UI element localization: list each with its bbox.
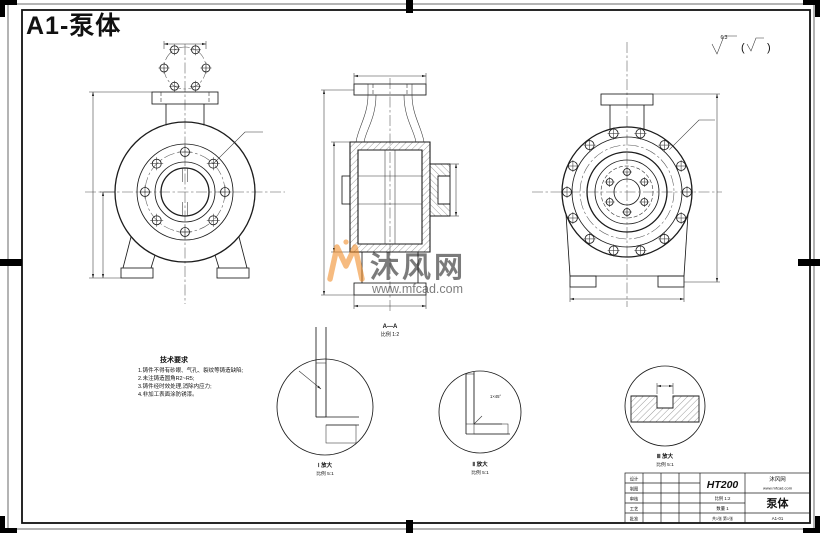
detail1-scale: 比例 5:1 <box>316 470 334 477</box>
suction-bore <box>160 167 210 217</box>
part-name: 泵体 <box>767 496 790 510</box>
tb-brand-url: www.mfcad.com <box>763 486 793 491</box>
detail-view-3: Ⅲ 放大 比例 5:1 <box>624 365 706 468</box>
roughness-symbol-other <box>746 37 764 52</box>
tb-brand: 沐风网 <box>769 475 786 483</box>
detail-circle-1 <box>276 358 374 456</box>
tb-row-label: 工艺 <box>630 507 639 512</box>
mfcad-logo-icon <box>327 244 365 282</box>
section-scale: 比例 1:2 <box>381 331 400 338</box>
tb-row-label: 设计 <box>630 476 639 483</box>
detail1-caption: Ⅰ 放大 <box>318 461 333 469</box>
section-caption: A—A <box>383 324 398 330</box>
tb-row-label: 批准 <box>630 516 639 523</box>
seal-housing-section <box>429 163 451 217</box>
tb-row-label: 制图 <box>630 486 639 493</box>
rear-top-flange <box>600 93 654 106</box>
detail3-caption: Ⅲ 放大 <box>657 452 674 460</box>
chamfer-note: 1×45° <box>490 394 501 399</box>
quantity-value: 数量 1 <box>716 505 729 512</box>
material-value: HT200 <box>707 479 739 491</box>
tech-note-line: 3.铸件经时效处理,消除内应力; <box>138 382 212 390</box>
drawing-code: A1-01 <box>772 516 784 521</box>
paren-open: ( <box>741 42 745 54</box>
rear-view <box>532 42 722 307</box>
front-view-dimensions <box>89 91 263 279</box>
scale-value: 比例 1:2 <box>715 495 731 502</box>
watermark-url: www.mfcad.com <box>371 282 463 296</box>
paren-close: ) <box>767 42 771 54</box>
detail2-caption: Ⅱ 放大 <box>472 460 488 468</box>
discharge-flange-hole-pattern <box>158 43 212 93</box>
watermark: 沐风网 www.mfcad.com <box>327 239 466 296</box>
tb-row-label: 审核 <box>630 496 639 503</box>
technical-notes: 技术要求 1.铸件不得有砂眼、气孔、裂纹等铸造缺陷; 2.未注铸造圆角R2~R5… <box>138 355 244 398</box>
tech-note-line: 2.未注铸造圆角R2~R5; <box>138 374 195 382</box>
detail2-scale: 比例 5:1 <box>471 469 489 476</box>
page-title: A1-泵体 <box>26 12 121 40</box>
sheets-value: 共1张 第1张 <box>712 516 733 521</box>
inner-border <box>21 9 811 524</box>
title-block: 设计 制图 审核 工艺 批准 HT200 比例 1:2 数量 1 共1张 第1张… <box>624 472 811 524</box>
detail-view-2: 1×45° Ⅱ 放大 比例 5:1 <box>438 370 522 476</box>
base-section <box>353 282 427 296</box>
detail-circle-2 <box>438 370 522 454</box>
volute-section-walls <box>349 141 431 253</box>
hub <box>613 178 641 206</box>
section-view-dimensions <box>321 73 459 309</box>
suction-step <box>341 175 351 205</box>
tech-note-line: 1.铸件不得有砂眼、气孔、裂纹等铸造缺陷; <box>138 366 244 374</box>
neck-wall-left <box>355 94 377 143</box>
detail-circle-3 <box>624 365 706 447</box>
mounting-feet <box>120 236 250 279</box>
mfcad-logo-dot-icon <box>343 239 349 245</box>
detail-view-1: Ⅰ 放大 比例 5:1 <box>276 327 374 477</box>
detail3-scale: 比例 5:1 <box>656 461 674 468</box>
discharge-flange <box>151 91 219 105</box>
neck-wall-right <box>403 94 425 143</box>
rear-bolt-circle <box>579 144 675 240</box>
tech-notes-title: 技术要求 <box>160 355 189 364</box>
watermark-brand: 沐风网 <box>370 251 466 284</box>
surface-roughness-note: 6.3 ( ) <box>711 35 771 55</box>
front-view <box>85 41 285 304</box>
rear-feet <box>565 213 689 288</box>
tech-note-line: 4.非加工表面涂防锈漆。 <box>138 390 198 398</box>
section-view: A—A 比例 1:2 <box>321 73 459 338</box>
roughness-value: 6.3 <box>721 35 728 41</box>
roughness-symbol <box>711 35 737 55</box>
rear-view-dimensions <box>569 93 720 302</box>
